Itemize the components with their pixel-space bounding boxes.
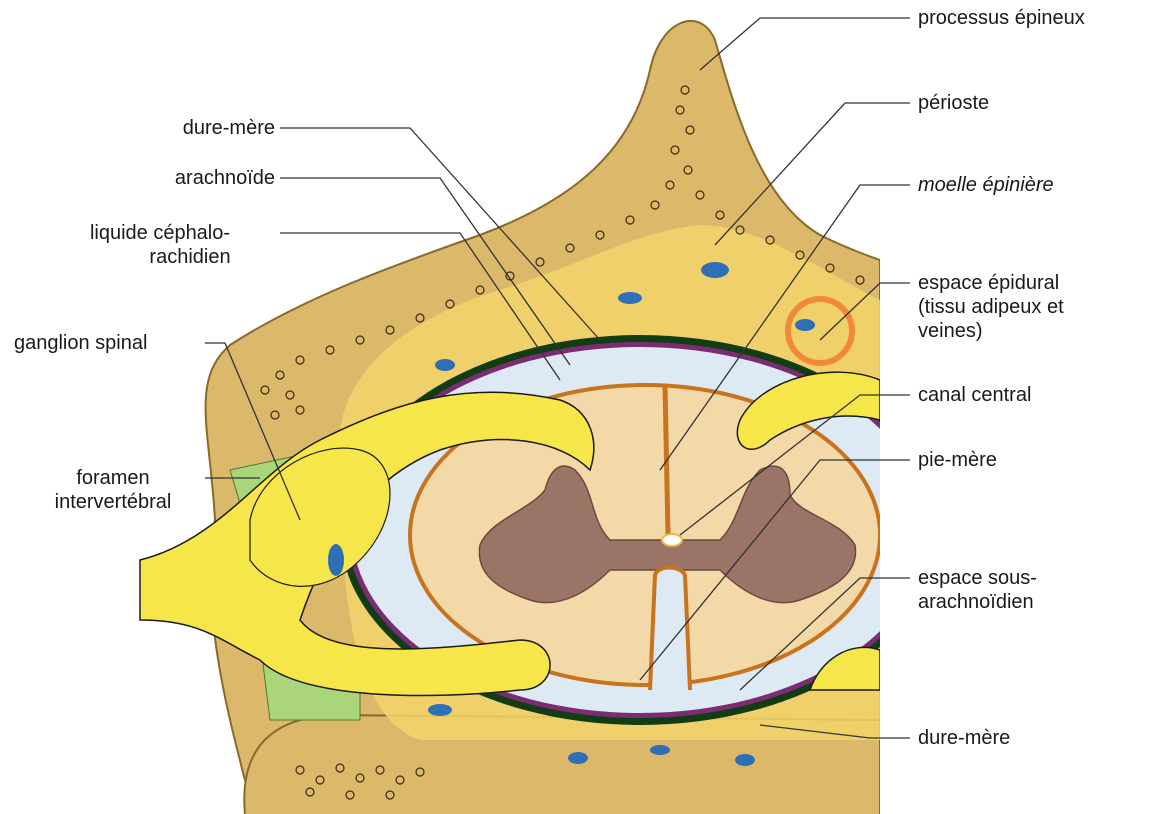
central-canal — [662, 534, 682, 546]
vein — [568, 752, 588, 764]
vein — [435, 359, 455, 371]
vein — [328, 544, 344, 576]
label-processus-epineux: processus épineux — [918, 6, 1085, 30]
label-pie-mere: pie-mère — [918, 448, 997, 472]
label-perioste: périoste — [918, 91, 989, 115]
anterior-median-fissure — [650, 568, 690, 691]
vein — [618, 292, 642, 304]
label-espace-sous-arachnoidien: espace sous- arachnoïdien — [918, 566, 1037, 614]
vein — [795, 319, 815, 331]
label-moelle-epiniere: moelle épinière — [918, 173, 1054, 197]
label-dure-mere-top: dure-mère — [100, 116, 275, 140]
vein — [428, 704, 452, 716]
label-ganglion-spinal: ganglion spinal — [14, 331, 147, 355]
label-dure-mere-bottom: dure-mère — [918, 726, 1010, 750]
vein — [735, 754, 755, 766]
label-espace-epidural: espace épidural (tissu adipeux et veines… — [918, 271, 1064, 343]
label-foramen-intervertebral: foramen intervertébral — [28, 466, 198, 514]
label-canal-central: canal central — [918, 383, 1031, 407]
label-liquide-cephalo-rachidien: liquide céphalo- rachidien — [55, 221, 265, 269]
vein — [701, 262, 729, 278]
vein — [650, 745, 670, 755]
label-arachnoide: arachnoïde — [100, 166, 275, 190]
